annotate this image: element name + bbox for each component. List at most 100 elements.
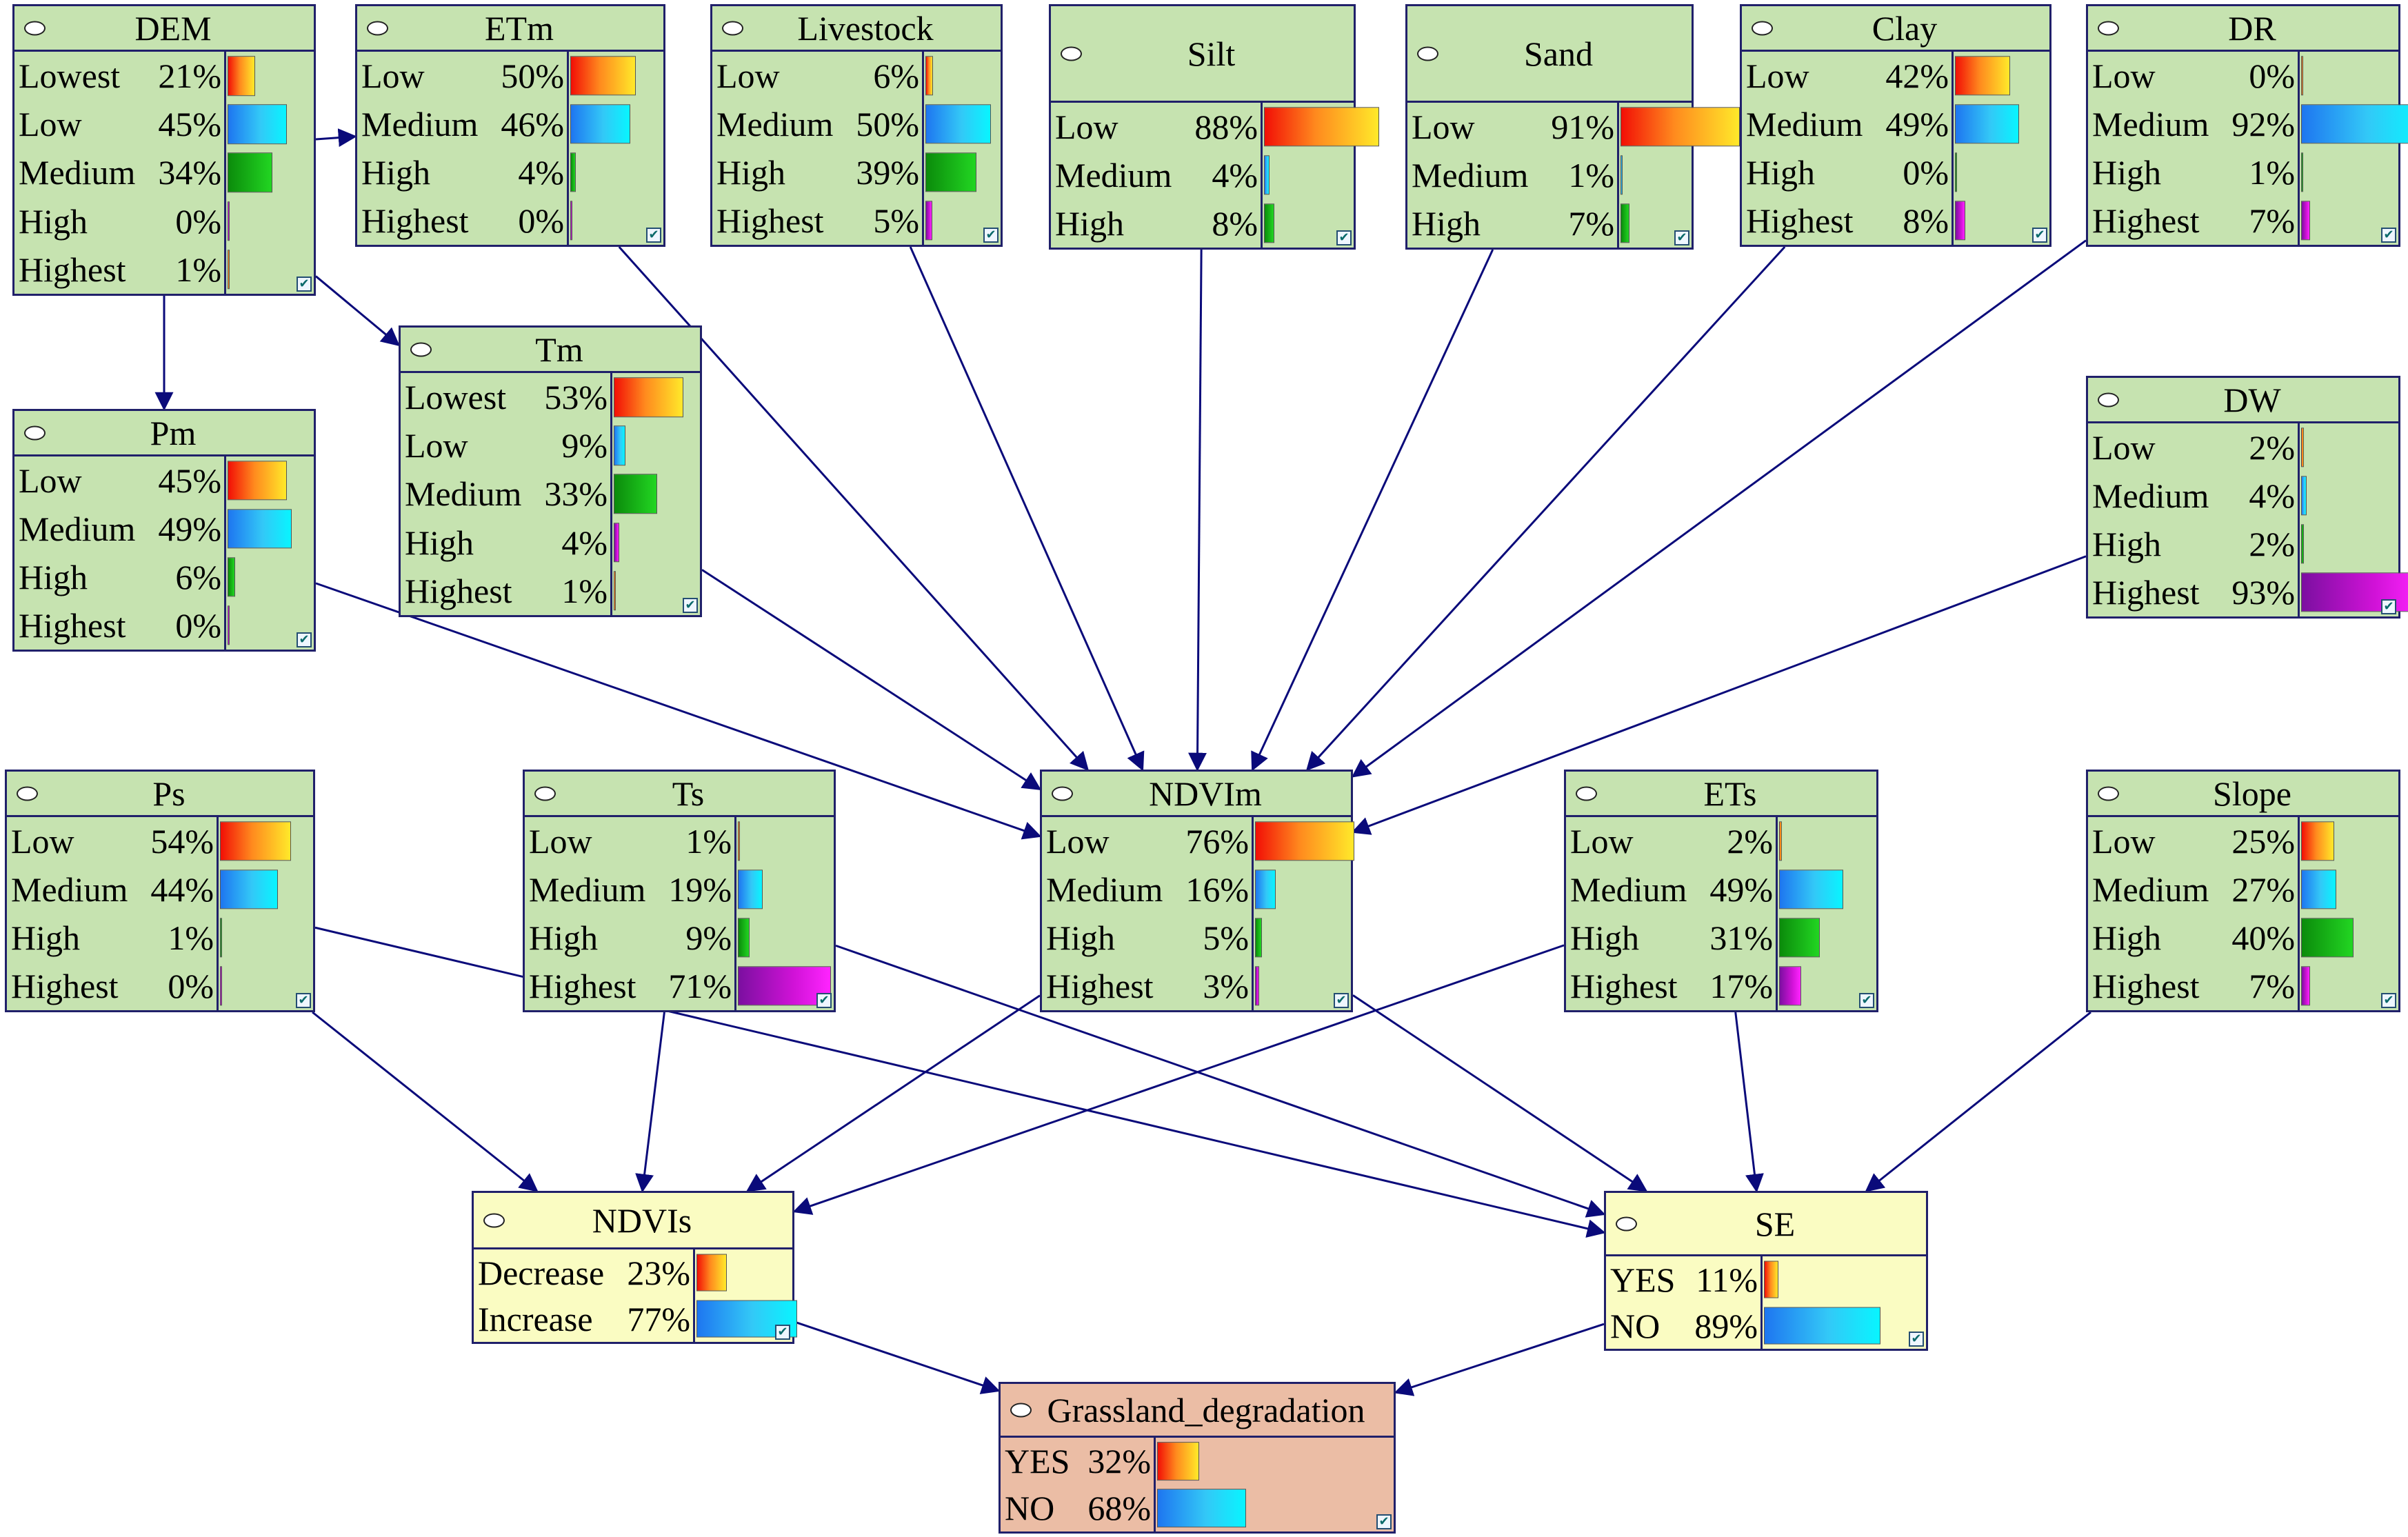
check-icon[interactable]: ✔ — [2381, 228, 2396, 243]
state-label: High — [2092, 525, 2161, 563]
oval-icon[interactable] — [534, 786, 556, 801]
state-percent: 21% — [158, 57, 221, 96]
state-label: Medium — [716, 105, 834, 143]
node-header: NDVIs — [474, 1193, 792, 1249]
oval-icon[interactable] — [2098, 392, 2119, 407]
check-icon[interactable]: ✔ — [983, 228, 999, 243]
state-label: Medium — [1746, 105, 1863, 143]
oval-icon[interactable] — [1010, 1403, 1032, 1417]
oval-icon[interactable] — [1616, 1216, 1637, 1231]
check-icon[interactable]: ✔ — [1909, 1332, 1924, 1347]
state-percent: 40% — [2231, 918, 2295, 957]
probability-bar — [2301, 524, 2304, 564]
oval-icon[interactable] — [1417, 46, 1438, 61]
probability-bar — [220, 918, 222, 958]
probability-bar — [1621, 107, 1740, 147]
oval-icon[interactable] — [1576, 786, 1597, 801]
oval-icon[interactable] — [1052, 786, 1073, 801]
column-divider — [1252, 817, 1254, 1010]
check-icon[interactable]: ✔ — [816, 993, 832, 1008]
check-icon[interactable]: ✔ — [1376, 1514, 1392, 1529]
state-label: Low — [1046, 822, 1110, 861]
check-icon[interactable]: ✔ — [683, 598, 698, 613]
oval-icon[interactable] — [17, 786, 38, 801]
edge-tm-to-ndvim — [701, 569, 1042, 791]
check-icon[interactable]: ✔ — [296, 993, 311, 1008]
state-label: Highest — [361, 201, 469, 240]
check-icon[interactable]: ✔ — [297, 277, 312, 292]
oval-icon[interactable] — [722, 21, 743, 35]
oval-icon[interactable] — [367, 21, 388, 35]
state-label: Low — [716, 57, 780, 95]
state-percent: 34% — [158, 153, 221, 192]
column-divider — [610, 373, 612, 615]
column-divider — [217, 817, 219, 1010]
state-label: Low — [2092, 428, 2156, 467]
check-icon[interactable]: ✔ — [1859, 993, 1874, 1008]
node-header: Pm — [14, 411, 314, 456]
state-percent: 53% — [544, 378, 608, 417]
oval-icon[interactable] — [2098, 786, 2119, 801]
oval-icon[interactable] — [2098, 21, 2119, 35]
edge-clay-to-ndvim — [1305, 245, 1786, 771]
check-icon[interactable]: ✔ — [1336, 230, 1352, 245]
state-percent: 49% — [1709, 870, 1773, 909]
check-icon[interactable]: ✔ — [1674, 230, 1689, 245]
probability-bar — [1264, 107, 1380, 147]
state-percent: 0% — [1903, 153, 1949, 192]
check-icon[interactable]: ✔ — [646, 228, 661, 243]
state-percent: 19% — [668, 870, 732, 909]
probability-bar — [1779, 821, 1782, 861]
node-title: Livestock — [797, 8, 934, 48]
oval-icon[interactable] — [410, 342, 432, 356]
edge-se-to-gd — [1394, 1323, 1605, 1396]
oval-icon[interactable] — [24, 425, 46, 440]
oval-icon[interactable] — [1752, 21, 1773, 35]
oval-icon[interactable] — [483, 1213, 505, 1227]
check-icon[interactable]: ✔ — [297, 632, 312, 647]
state-percent: 5% — [1203, 918, 1249, 957]
check-icon[interactable]: ✔ — [775, 1325, 790, 1340]
check-icon[interactable]: ✔ — [2381, 599, 2396, 614]
state-percent: 9% — [561, 426, 608, 465]
probability-bar — [1157, 1489, 1247, 1527]
check-icon[interactable]: ✔ — [2032, 228, 2047, 243]
probability-bar — [228, 201, 230, 241]
node-title: DR — [2228, 8, 2276, 48]
check-icon[interactable]: ✔ — [1334, 993, 1349, 1008]
check-icon[interactable]: ✔ — [2381, 993, 2396, 1008]
state-percent: 76% — [1185, 822, 1249, 861]
node-header: Slope — [2088, 772, 2398, 817]
node-title: Ps — [152, 774, 185, 813]
oval-icon[interactable] — [1061, 46, 1082, 61]
probability-bar — [228, 461, 287, 501]
state-label: High — [1055, 204, 1124, 243]
oval-icon[interactable] — [24, 21, 46, 35]
